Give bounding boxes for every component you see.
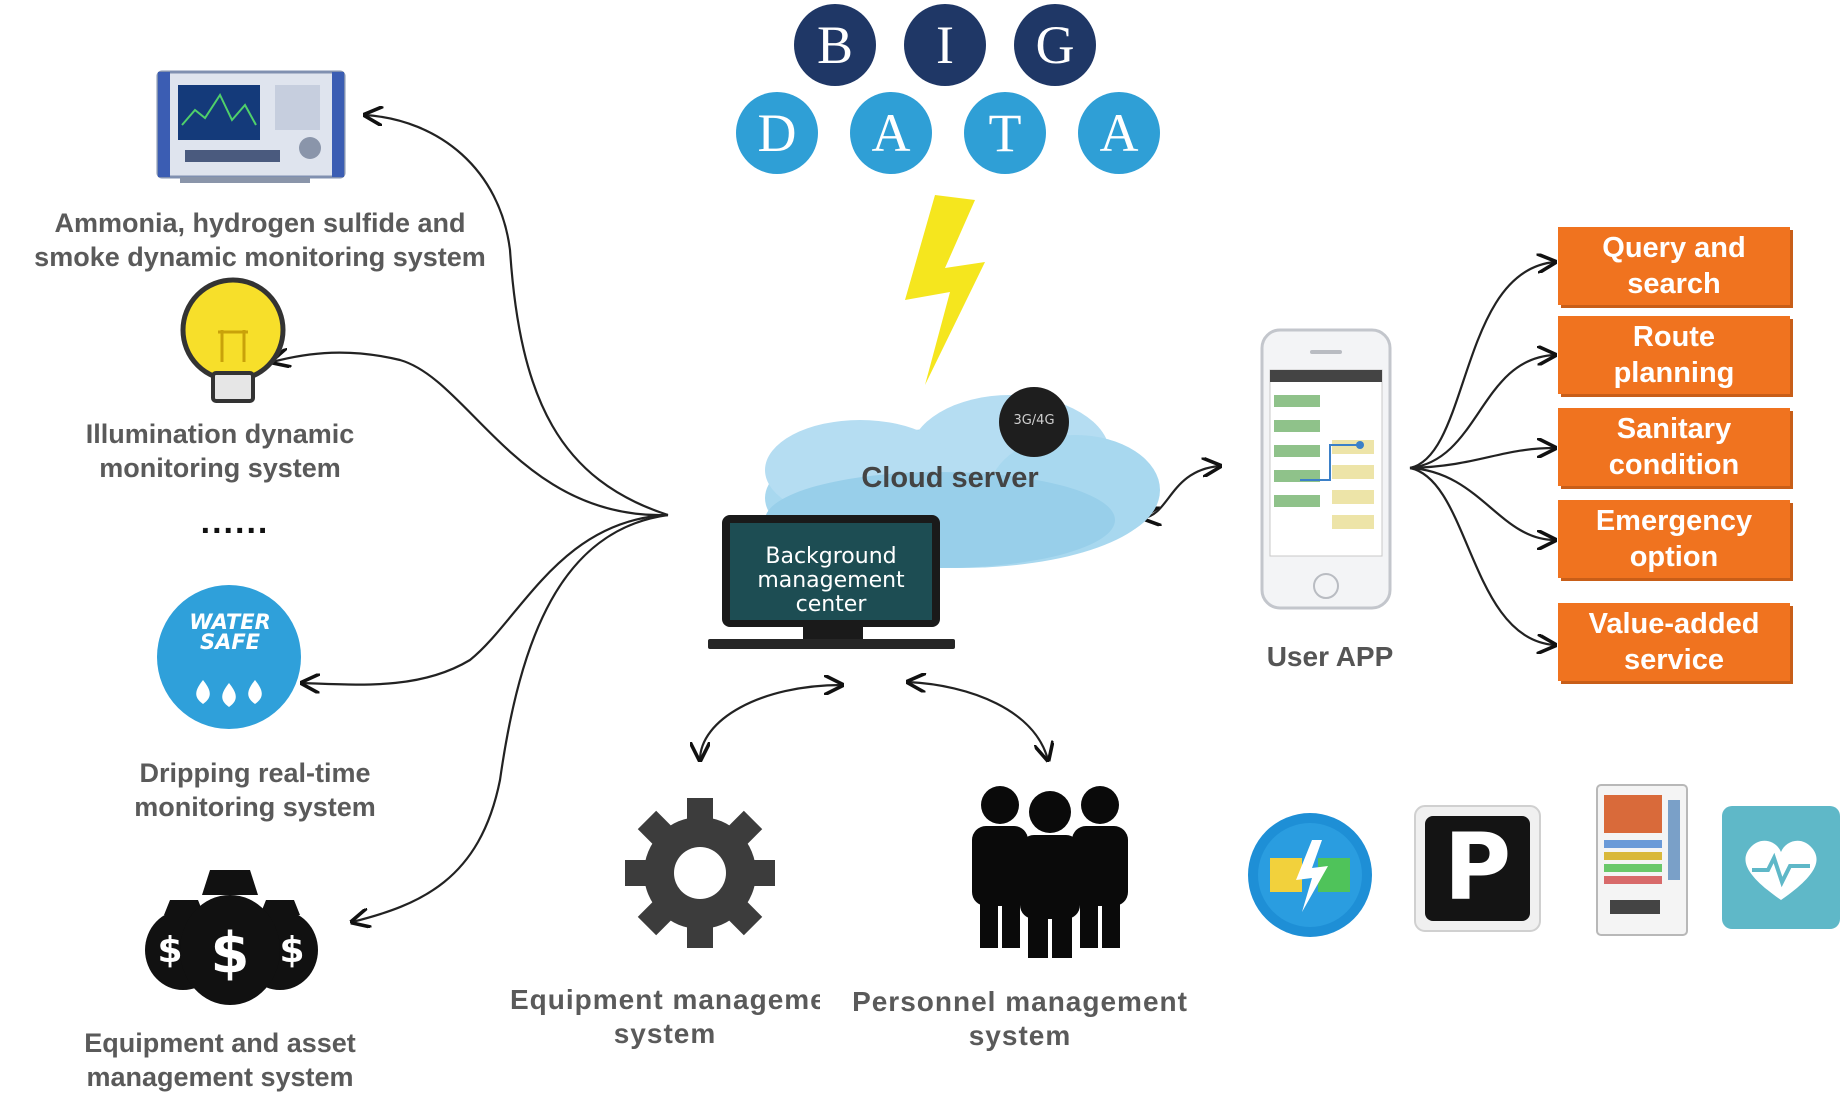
parking-letter: P <box>1443 814 1512 921</box>
data-letter-t: T <box>964 92 1046 174</box>
svg-text:$: $ <box>157 930 182 971</box>
equipment-management-label: Equipment manageme system <box>510 984 820 1049</box>
water-safe-icon <box>157 585 301 729</box>
arrow-equipment-management <box>700 685 842 760</box>
network-badge-icon <box>999 387 1069 457</box>
background-center-label: Background management center <box>757 544 905 617</box>
asset-system-label: Equipment and asset management system <box>84 1028 356 1092</box>
left-connectors <box>272 115 669 922</box>
illumination-system-label: Illumination dynamic monitoring system <box>85 419 355 483</box>
data-letter-a2: A <box>1078 92 1160 174</box>
arrow-cloud-to-app <box>1143 466 1220 518</box>
dripping-system-label: Dripping real-time monitoring system <box>134 758 376 822</box>
network-badge-label: 3G/4G <box>1013 413 1055 428</box>
cloud-server-label: Cloud server <box>861 462 1039 494</box>
gear-icon <box>625 798 775 948</box>
svg-text:$: $ <box>211 921 250 986</box>
arrow-to-dripping-system <box>302 513 669 685</box>
smartphone-icon <box>1260 328 1392 610</box>
money-bags-icon: $ $ $ <box>145 870 318 1005</box>
analyzer-icon <box>156 70 346 183</box>
svg-text:$: $ <box>279 930 304 971</box>
lightning-bolt-icon <box>905 195 985 385</box>
arrow-to-asset-system <box>352 513 669 922</box>
user-app-label: User APP <box>1266 641 1394 672</box>
charging-icon <box>1248 813 1372 937</box>
app-feature-connectors <box>1409 262 1555 645</box>
vending-machine-icon <box>1596 784 1688 936</box>
personnel-management-label: Personnel management system <box>852 986 1188 1051</box>
bottom-connectors <box>700 682 1048 760</box>
data-letter-d: D <box>736 92 818 174</box>
data-letter-a1: A <box>850 92 932 174</box>
arrow-personnel-management <box>908 682 1048 760</box>
arrow-to-illumination-system <box>272 353 669 517</box>
water-drops-icon <box>196 680 262 707</box>
water-safe-text: WATER SAFE <box>189 610 271 654</box>
big-letter-g: G <box>1014 4 1096 86</box>
big-letter-b: B <box>794 4 876 86</box>
people-icon <box>972 786 1128 958</box>
heart-health-icon <box>1722 806 1840 929</box>
arrow-to-ammonia-system <box>365 115 669 517</box>
ammonia-system-label: Ammonia, hydrogen sulfide and smoke dyna… <box>34 208 486 272</box>
big-letter-i: I <box>904 4 986 86</box>
laptop-icon <box>708 515 955 649</box>
lightbulb-icon <box>180 277 286 403</box>
ellipsis-label: ...... <box>200 503 270 541</box>
parking-icon <box>1414 805 1541 932</box>
